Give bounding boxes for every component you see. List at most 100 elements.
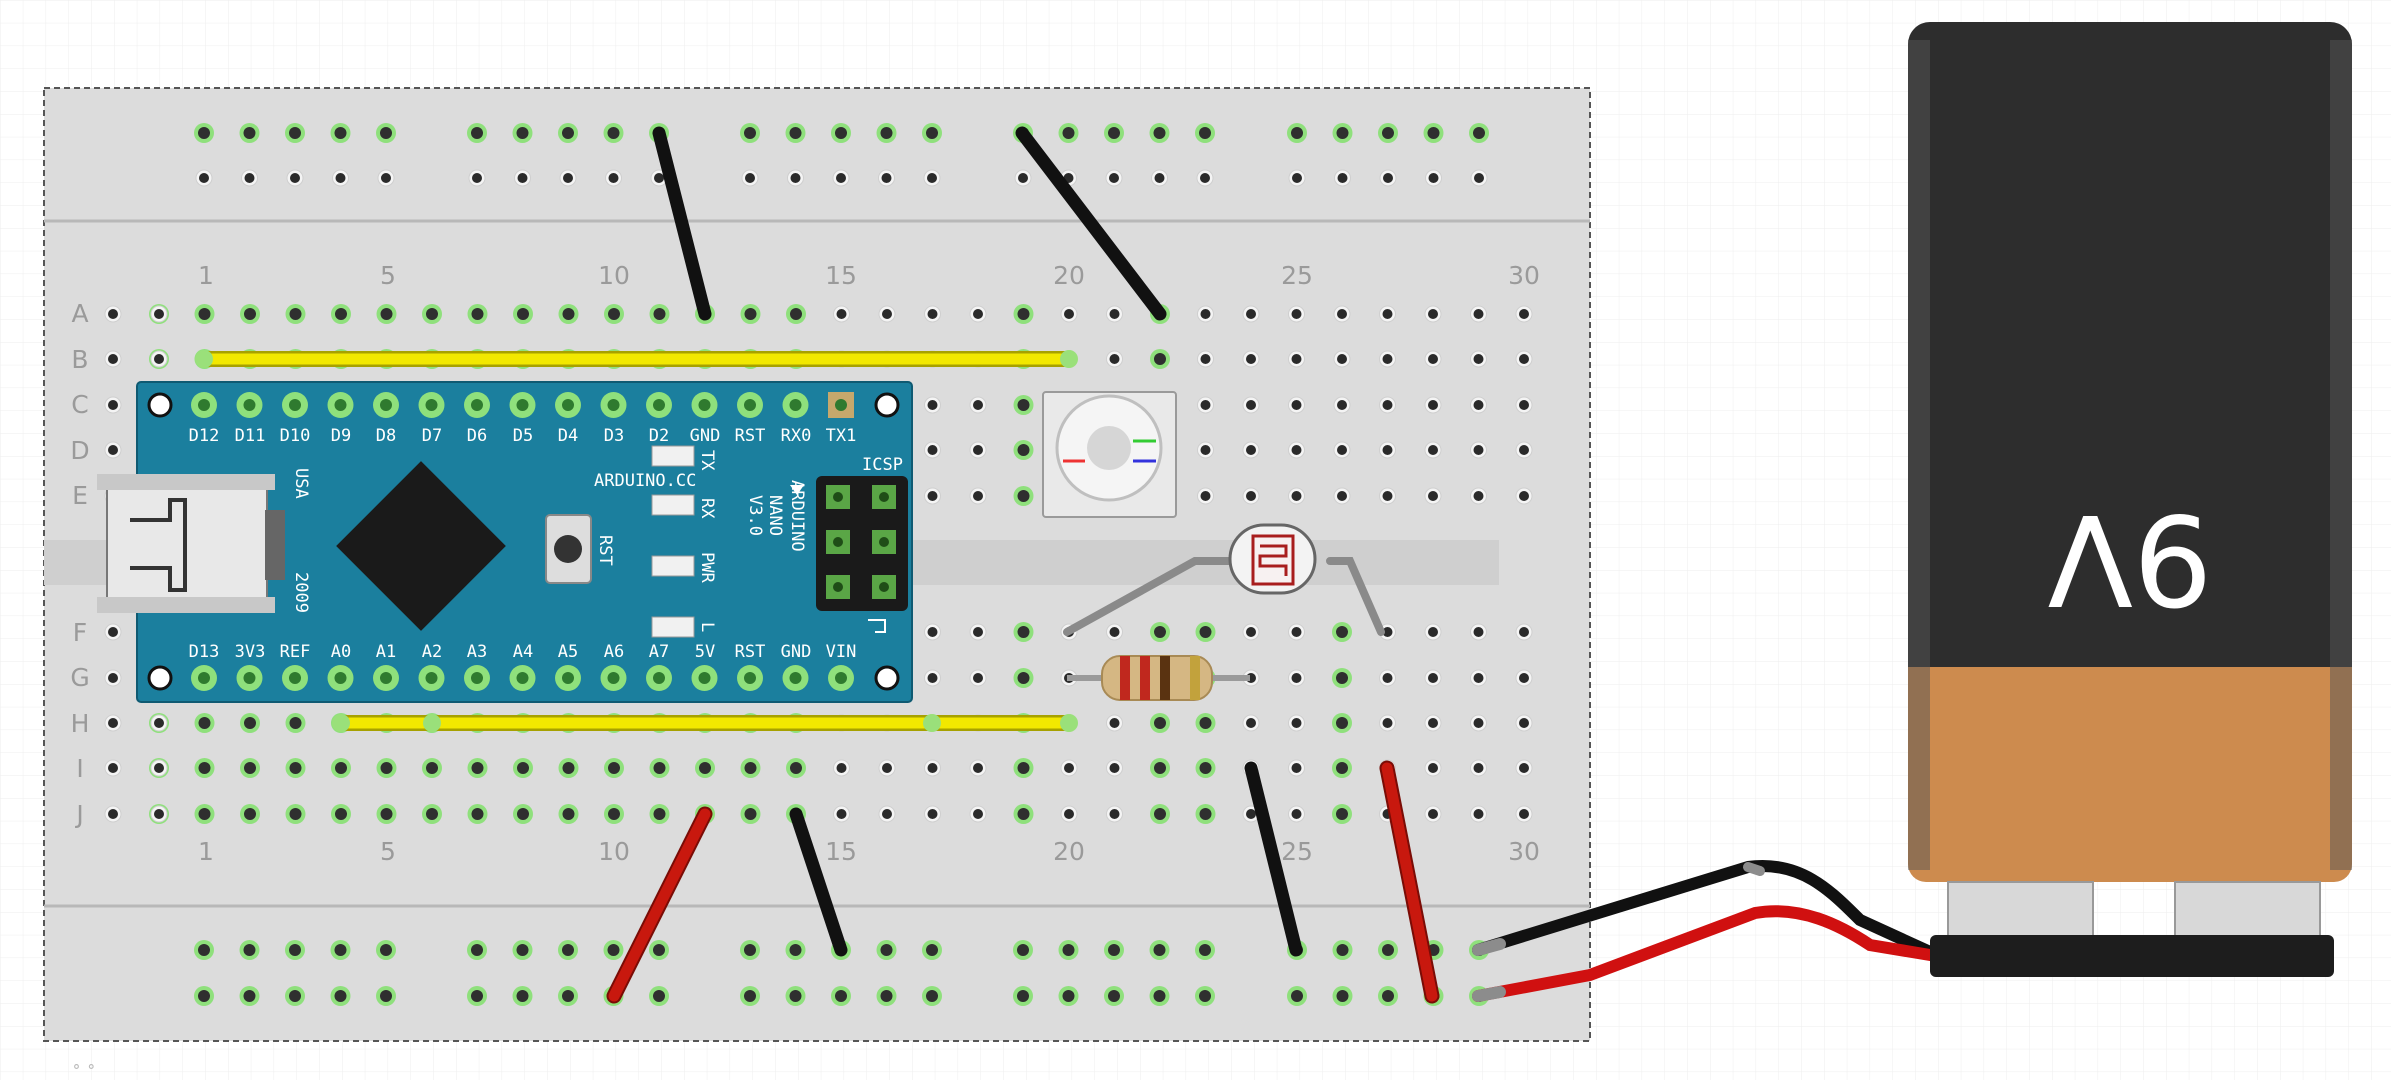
rail-hole[interactable] [1017, 990, 1029, 1002]
rail-hole[interactable] [789, 944, 802, 956]
breadboard-hole[interactable] [1199, 717, 1212, 729]
black-wire[interactable] [789, 807, 848, 957]
breadboard-hole[interactable] [562, 308, 575, 320]
rail-hole[interactable] [1199, 127, 1211, 139]
breadboard-hole[interactable] [517, 308, 529, 320]
rail-hole[interactable] [926, 944, 938, 956]
yellow-wires[interactable] [195, 350, 1078, 732]
rail-hole[interactable] [653, 944, 665, 956]
rail-hole[interactable] [243, 990, 256, 1002]
arduino-nano[interactable]: D12 D11 D10 D9 D8 D7 D6 D5 D4 D3 D2 GND … [97, 381, 913, 703]
breadboard-hole[interactable] [1154, 808, 1166, 820]
breadboard-hole[interactable] [608, 308, 620, 320]
rail-hole[interactable] [516, 944, 529, 956]
rail-hole[interactable] [380, 127, 392, 139]
rail-hole[interactable] [380, 990, 392, 1002]
rail-hole[interactable] [1427, 127, 1440, 139]
breadboard-hole[interactable] [244, 762, 256, 774]
battery-red-lead[interactable] [1472, 905, 1936, 1002]
rail-hole[interactable] [243, 944, 256, 956]
breadboard-hole[interactable] [198, 717, 211, 729]
breadboard-hole[interactable] [653, 808, 666, 820]
breadboard-hole[interactable] [471, 808, 484, 820]
breadboard-hole[interactable] [1017, 626, 1030, 638]
battery-snap-connector[interactable] [1930, 935, 2334, 977]
breadboard-hole[interactable] [1017, 399, 1030, 411]
rail-hole[interactable] [334, 944, 347, 956]
rail-hole[interactable] [289, 127, 301, 139]
rail-hole[interactable] [562, 127, 574, 139]
battery-leads[interactable] [1472, 860, 1936, 1002]
breadboard-hole[interactable] [426, 762, 438, 774]
rail-hole[interactable] [1291, 127, 1303, 139]
breadboard-hole[interactable] [471, 308, 484, 320]
black-wire[interactable] [1244, 761, 1303, 957]
rail-hole[interactable] [1336, 127, 1349, 139]
breadboard-hole[interactable] [289, 308, 302, 320]
breadboard-hole[interactable] [1154, 353, 1166, 365]
breadboard-hole[interactable] [1336, 762, 1348, 774]
rail-hole[interactable] [471, 990, 483, 1002]
breadboard-hole[interactable] [1199, 808, 1212, 820]
rail-hole[interactable] [1382, 127, 1394, 139]
rail-hole[interactable] [1153, 127, 1166, 139]
breadboard-hole[interactable] [380, 762, 393, 774]
breadboard-hole[interactable] [380, 308, 393, 320]
breadboard-hole[interactable] [562, 762, 575, 774]
breadboard-hole[interactable] [289, 808, 302, 820]
rail-hole[interactable] [1062, 990, 1075, 1002]
breadboard-hole[interactable] [471, 762, 484, 774]
rail-hole[interactable] [198, 944, 210, 956]
rail-hole[interactable] [1199, 990, 1211, 1002]
usb-connector[interactable] [97, 474, 285, 613]
breadboard-hole[interactable] [198, 762, 211, 774]
breadboard-hole[interactable] [1199, 626, 1212, 638]
rail-hole[interactable] [198, 127, 210, 139]
breadboard-hole[interactable] [1336, 808, 1348, 820]
rail-hole[interactable] [926, 127, 938, 139]
breadboard-hole[interactable] [426, 808, 438, 820]
rail-hole[interactable] [471, 944, 483, 956]
breadboard-hole[interactable] [380, 808, 393, 820]
rail-hole[interactable] [607, 944, 620, 956]
rail-hole[interactable] [1473, 127, 1485, 139]
rail-hole[interactable] [835, 990, 847, 1002]
breadboard-hole[interactable] [653, 308, 666, 320]
breadboard-hole[interactable] [653, 762, 666, 774]
rail-hole[interactable] [1382, 990, 1394, 1002]
rail-hole[interactable] [562, 990, 574, 1002]
resistor[interactable] [1067, 655, 1250, 701]
red-wire[interactable] [1381, 762, 1438, 1002]
rail-hole[interactable] [1108, 127, 1120, 139]
rail-hole[interactable] [1336, 990, 1349, 1002]
rail-hole[interactable] [1017, 944, 1029, 956]
rail-hole[interactable] [653, 990, 665, 1002]
rail-hole[interactable] [243, 127, 256, 139]
breadboard-hole[interactable] [1154, 762, 1166, 774]
photoresistor[interactable] [1063, 523, 1385, 636]
breadboard-hole[interactable] [744, 762, 757, 774]
breadboard-hole[interactable] [289, 717, 302, 729]
rail-hole[interactable] [516, 990, 529, 1002]
breadboard-hole[interactable] [744, 808, 757, 820]
rail-hole[interactable] [1291, 990, 1303, 1002]
rgb-led[interactable] [1042, 391, 1177, 518]
breadboard-hole[interactable] [1017, 490, 1030, 502]
breadboard-hole[interactable] [1017, 762, 1030, 774]
rail-hole[interactable] [880, 990, 893, 1002]
rail-hole[interactable] [334, 127, 347, 139]
breadboard-hole[interactable] [335, 808, 347, 820]
breadboard-hole[interactable] [244, 717, 256, 729]
breadboard-hole[interactable] [517, 762, 529, 774]
rail-hole[interactable] [562, 944, 574, 956]
rail-hole[interactable] [289, 990, 301, 1002]
rail-hole[interactable] [1062, 944, 1075, 956]
breadboard-hole[interactable] [1017, 808, 1030, 820]
breadboard-hole[interactable] [608, 808, 620, 820]
rail-hole[interactable] [380, 944, 392, 956]
breadboard-hole[interactable] [1336, 672, 1348, 684]
rail-hole[interactable] [1062, 127, 1075, 139]
breadboard-hole[interactable] [198, 808, 211, 820]
breadboard-hole[interactable] [1017, 308, 1030, 320]
rail-hole[interactable] [1153, 990, 1166, 1002]
